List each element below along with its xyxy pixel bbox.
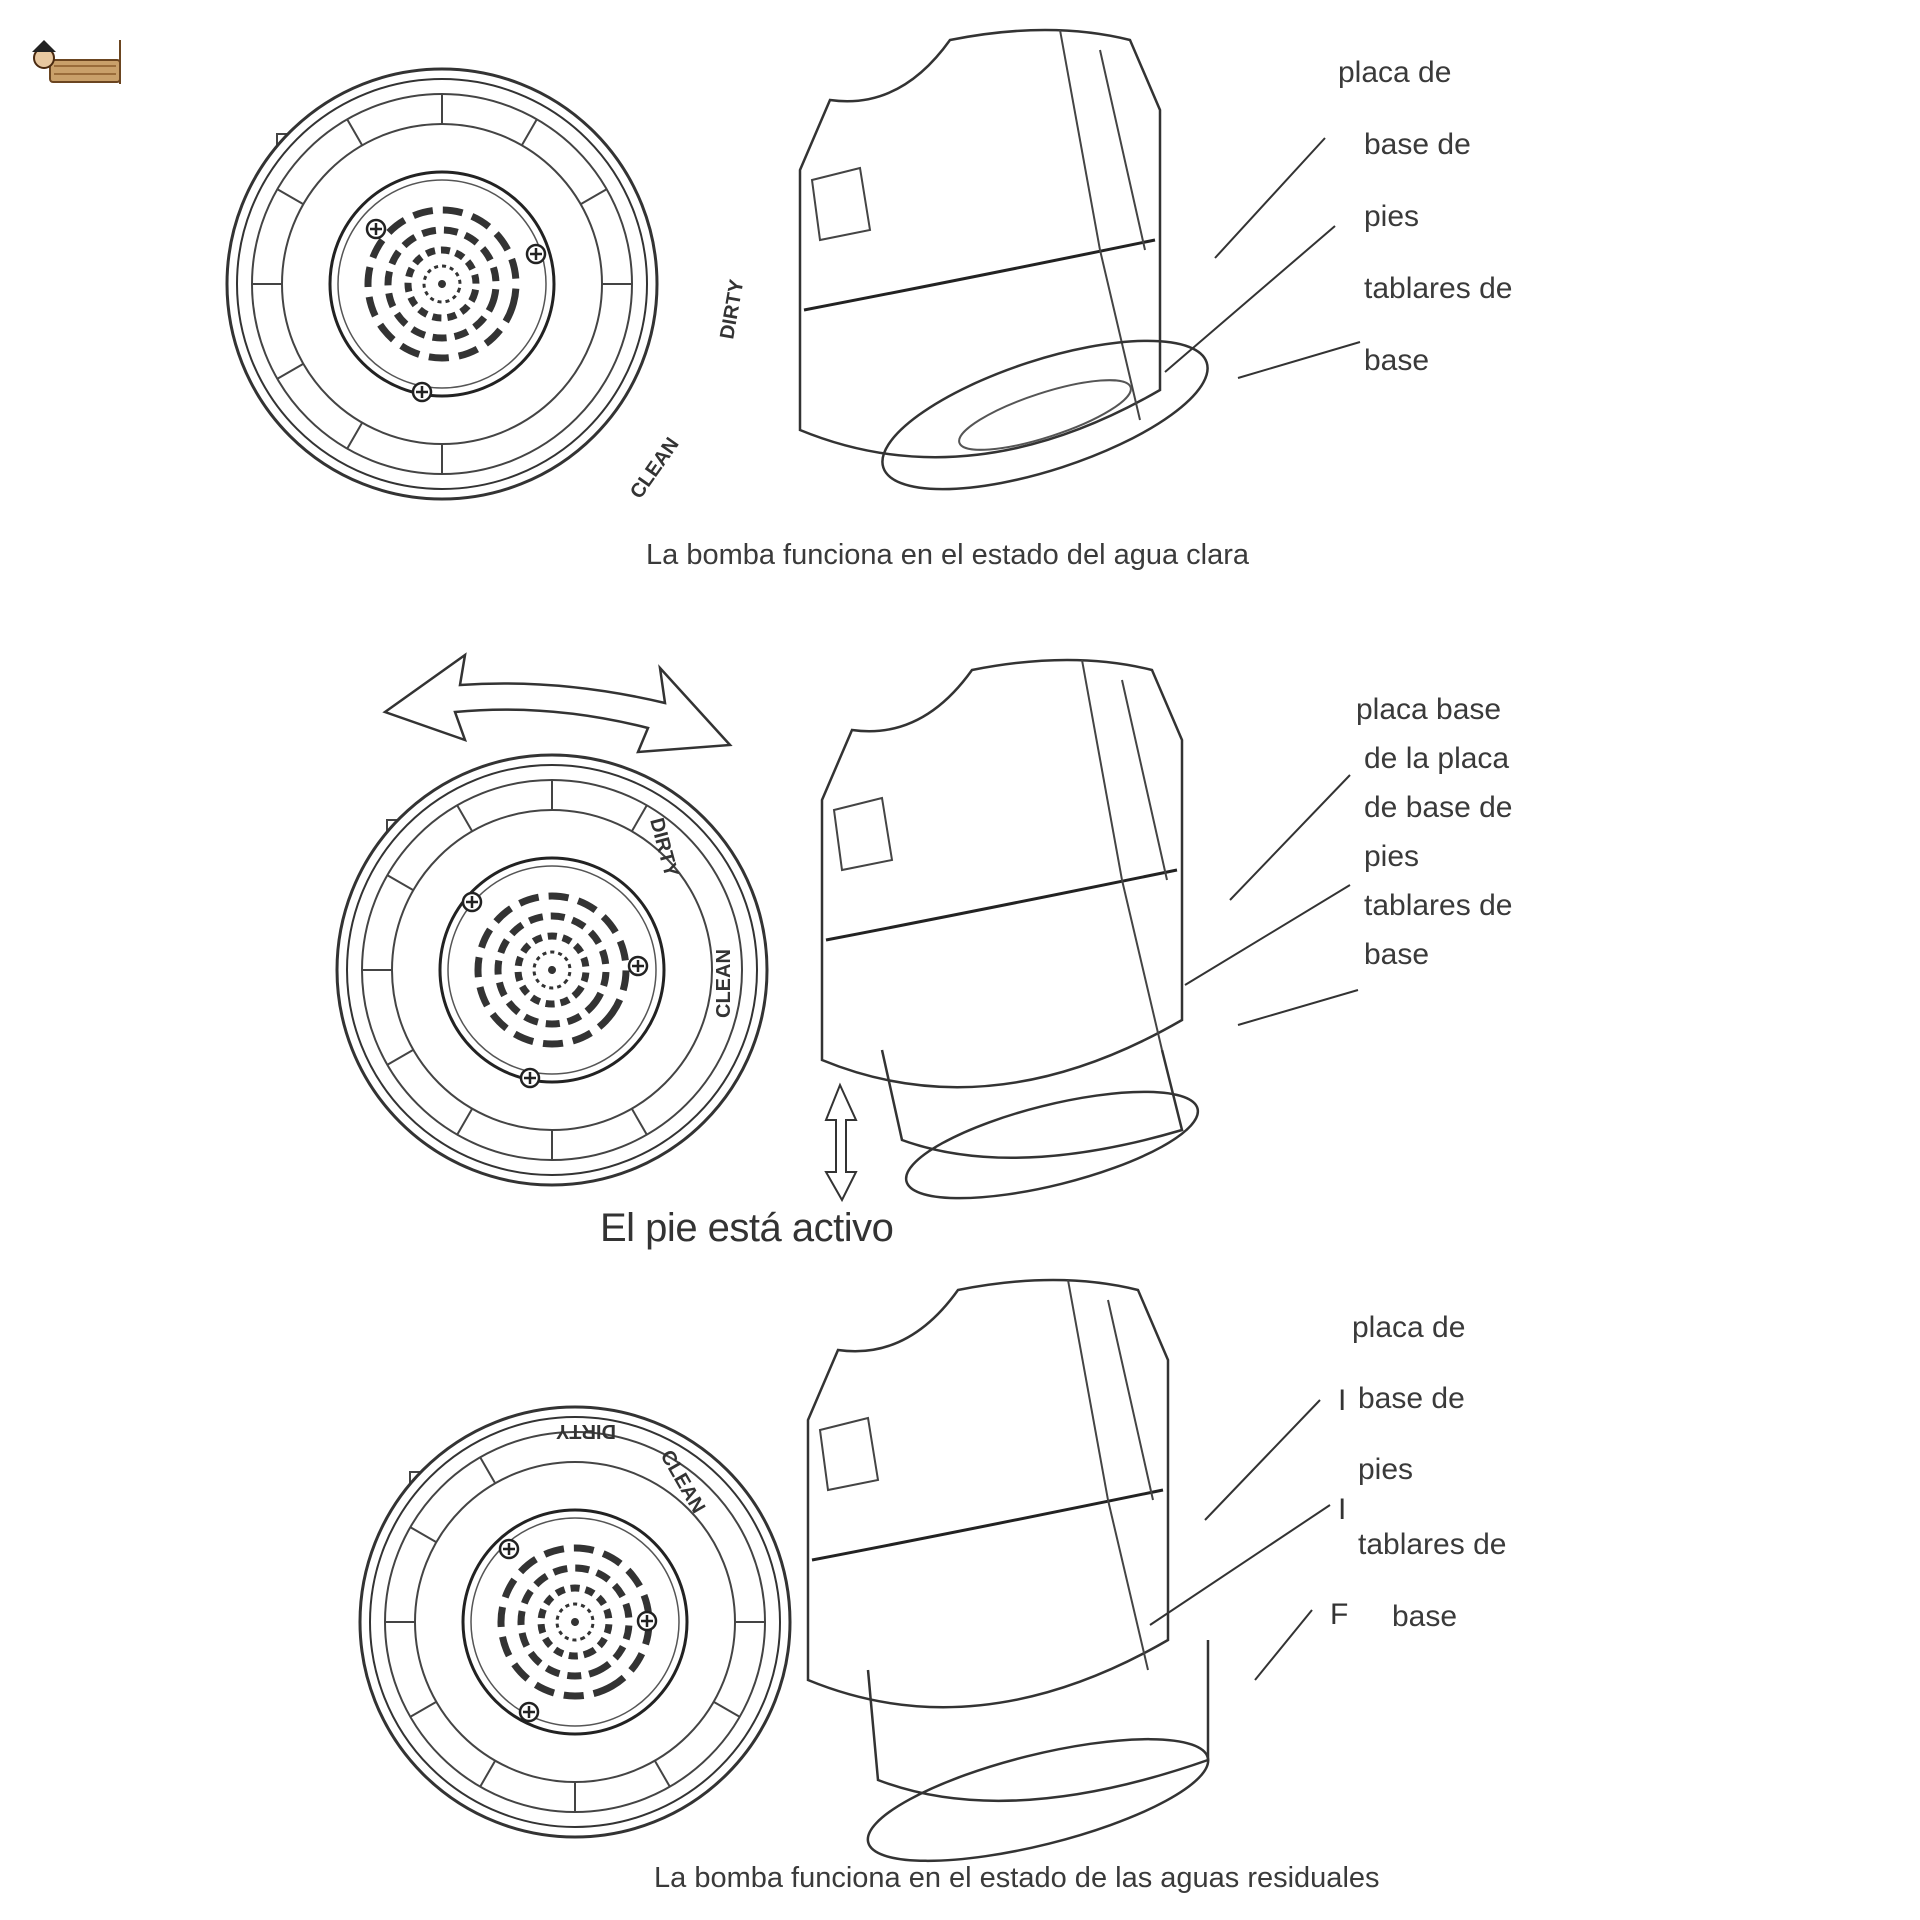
panel-active-label-1: de la placa [1364, 742, 1510, 775]
panel-dirty-label-3: tablares de [1358, 1528, 1507, 1561]
panel-clean-caption: La bomba funciona en el estado del agua … [646, 539, 1249, 571]
panel-clean-dial [225, 67, 659, 501]
panel-active-pump [820, 658, 1200, 1200]
panel-clean-clean-label: CLEAN [626, 434, 684, 503]
panel-active-caption: El pie está activo [600, 1206, 894, 1250]
panel-dirty-label-1: base de [1358, 1382, 1465, 1415]
panel-active-vertical-arrow [824, 1082, 858, 1203]
panel-clean-label-3: tablares de [1364, 272, 1513, 305]
panel-active-dial [335, 753, 769, 1187]
panel-clean-label-1: base de [1364, 128, 1471, 161]
panel-clean-label-0: placa de [1338, 56, 1452, 89]
panel-dirty-mark-0: I [1338, 1384, 1347, 1417]
panel-dirty-caption: La bomba funciona en el estado de las ag… [654, 1862, 1380, 1894]
panel-active-label-5: base [1364, 938, 1430, 971]
panel-clean-pump [798, 28, 1209, 491]
panel-dirty-label-0: placa de [1352, 1311, 1466, 1344]
panel-active-label-0: placa base [1356, 693, 1502, 726]
pirate-logo-icon [28, 34, 128, 94]
panel-clean-label-2: pies [1364, 200, 1420, 233]
panel-active-arrow [382, 652, 733, 754]
panel-dirty-label-2: pies [1358, 1453, 1414, 1486]
panel-active-clean-label: CLEAN [713, 949, 735, 1018]
panel-dirty-mark-1: I [1338, 1493, 1347, 1526]
panel-active-label-2: de base de [1364, 791, 1513, 824]
panel-clean-dirty-label: DIRTY [716, 277, 748, 341]
panel-clean-label-4: base [1364, 344, 1430, 377]
panel-dirty-dial [358, 1405, 792, 1839]
panel-dirty-pump [806, 1278, 1210, 1863]
panel-active-label-3: pies [1364, 840, 1420, 873]
panel-dirty-mark-2: F [1330, 1598, 1349, 1631]
panel-dirty-dirty-label: DIRTY [555, 1420, 616, 1442]
panel-dirty-label-4: base [1392, 1600, 1458, 1633]
panel-active-label-4: tablares de [1364, 889, 1513, 922]
